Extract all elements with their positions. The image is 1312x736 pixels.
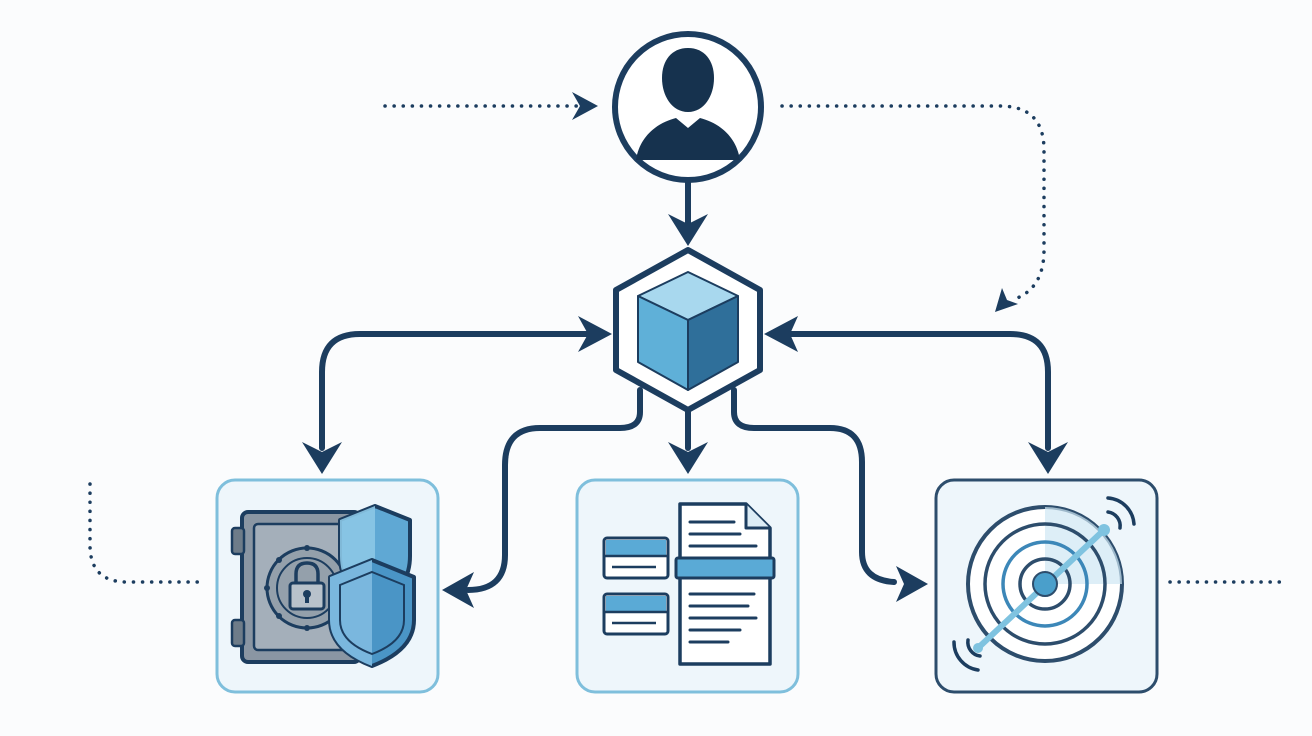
padlock-icon xyxy=(294,561,320,584)
vault-shield-icon xyxy=(230,504,416,668)
dotted-connectors xyxy=(88,104,1287,584)
vault-node[interactable] xyxy=(215,478,440,694)
arrowhead-into-hub-right xyxy=(764,316,798,352)
edge-user-to-target-dotted xyxy=(780,104,1046,302)
document-icon xyxy=(678,502,772,666)
arrowhead-into-hub-left xyxy=(578,316,612,352)
arrowhead-into-hub-top xyxy=(668,214,708,246)
highlight-bar xyxy=(674,556,776,580)
solid-arrowheads xyxy=(302,214,1068,608)
edge-hub-to-target-upper xyxy=(787,331,1051,451)
arrowhead-into-target-top xyxy=(1028,442,1068,474)
arrowhead-into-data-top xyxy=(668,442,708,474)
document-records-icon xyxy=(602,502,776,666)
edge-external-to-vault xyxy=(88,482,207,584)
arrowhead-into-target-left xyxy=(896,566,928,602)
edge-hub-to-vault-lower xyxy=(465,387,643,593)
edge-hub-to-vault-upper xyxy=(319,331,591,451)
arrowhead-into-right-trunk xyxy=(995,288,1018,312)
data-node[interactable] xyxy=(575,478,800,694)
arrowhead-into-vault-top xyxy=(302,442,342,474)
arrowhead-into-vault-right xyxy=(442,572,474,608)
signal-waves-icon-2 xyxy=(952,638,982,672)
user-silhouette-icon xyxy=(636,48,740,160)
solid-connectors xyxy=(319,169,1051,593)
target-node[interactable] xyxy=(934,478,1159,694)
signal-waves-icon xyxy=(1106,496,1136,530)
radar-target-icon xyxy=(952,496,1136,672)
hub-node[interactable] xyxy=(613,247,763,413)
user-node[interactable] xyxy=(612,31,764,183)
dotted-arrowheads xyxy=(572,92,1018,312)
arrowhead-into-user xyxy=(572,92,598,120)
cube-icon xyxy=(637,271,739,391)
edge-hub-to-target-lower xyxy=(731,387,897,585)
